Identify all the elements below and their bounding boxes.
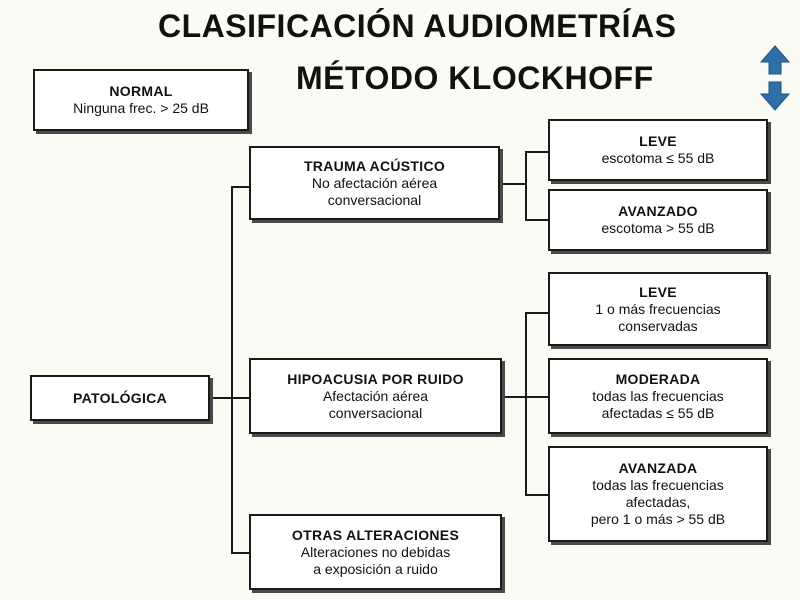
box-hipo-avanzada: AVANZADA todas las frecuencias afectadas… (548, 446, 768, 542)
box-trauma-avanzado-title: AVANZADO (618, 203, 698, 219)
box-hipo-avanzada-line2: afectadas, (625, 494, 691, 510)
box-trauma-leve-title: LEVE (639, 133, 677, 149)
connector-to-trauma-leve (525, 151, 548, 153)
box-hipo-avanzada-title: AVANZADA (618, 460, 698, 476)
box-hipo-leve-title: LEVE (639, 283, 677, 300)
connector-hipoacusia-trunk (502, 396, 526, 398)
box-hipo-moderada-line1: todas las frecuencias (592, 387, 724, 404)
box-patologica-title: PATOLÓGICA (73, 389, 167, 406)
box-trauma-acustico: TRAUMA ACÚSTICO No afectación aérea conv… (249, 146, 500, 220)
connector-to-trauma (231, 186, 249, 188)
box-otras-alteraciones: OTRAS ALTERACIONES Alteraciones no debid… (249, 514, 502, 590)
box-hipo-moderada-title: MODERADA (615, 370, 701, 387)
connector-main-vertical (231, 186, 233, 554)
connector-to-trauma-avanzado (525, 219, 548, 221)
box-hipo-moderada-line2: afectadas ≤ 55 dB (601, 404, 715, 421)
box-hipo-avanzada-line1: todas las frecuencias (592, 477, 724, 493)
connector-to-hipo-leve (525, 312, 548, 314)
connector-hipoacusia-vertical (525, 312, 527, 496)
box-hipo-leve: LEVE 1 o más frecuencias conservadas (548, 272, 768, 346)
box-normal-title: NORMAL (109, 83, 173, 99)
up-arrow-icon (759, 45, 791, 75)
up-down-arrow-icon (759, 45, 791, 111)
box-trauma-avanzado-text: escotoma > 55 dB (601, 220, 715, 236)
box-normal: NORMAL Ninguna frec. > 25 dB (33, 69, 249, 131)
connector-to-hipo-moderada (525, 396, 548, 398)
box-trauma-title: TRAUMA ACÚSTICO (303, 157, 446, 174)
box-trauma-leve-text: escotoma ≤ 55 dB (601, 150, 715, 166)
down-arrow-icon (759, 81, 791, 111)
box-trauma-avanzado: AVANZADO escotoma > 55 dB (548, 189, 768, 251)
connector-trauma-vertical (525, 151, 527, 221)
connector-patologica-trunk (210, 397, 232, 399)
box-hipoacusia-ruido: HIPOACUSIA POR RUIDO Afectación aérea co… (249, 358, 502, 434)
box-trauma-leve: LEVE escotoma ≤ 55 dB (548, 119, 768, 181)
box-hipo-leve-line2: conservadas (618, 317, 698, 334)
title-line-1: CLASIFICACIÓN AUDIOMETRÍAS (158, 8, 677, 44)
box-hipoacusia-line2: conversacional (328, 404, 423, 421)
connector-to-otras (231, 552, 249, 554)
box-hipoacusia-line1: Afectación aérea (322, 387, 429, 404)
connector-to-hipoacusia (231, 397, 249, 399)
box-trauma-line1: No afectación aérea (311, 174, 438, 191)
connector-trauma-trunk (500, 183, 526, 185)
box-otras-line2: a exposición a ruido (313, 560, 438, 577)
box-normal-text: Ninguna frec. > 25 dB (73, 100, 209, 116)
box-hipo-moderada: MODERADA todas las frecuencias afectadas… (548, 358, 768, 434)
box-patologica: PATOLÓGICA (30, 375, 210, 421)
connector-to-hipo-avanzada (525, 494, 548, 496)
box-otras-title: OTRAS ALTERACIONES (291, 526, 460, 543)
title-line-2: MÉTODO KLOCKHOFF (296, 60, 654, 96)
box-trauma-line2: conversacional (327, 191, 422, 208)
box-otras-line1: Alteraciones no debidas (300, 543, 451, 560)
box-hipo-avanzada-line3: pero 1 o más > 55 dB (590, 511, 726, 527)
box-hipoacusia-title: HIPOACUSIA POR RUIDO (287, 370, 464, 387)
box-hipo-leve-line1: 1 o más frecuencias (595, 300, 721, 317)
